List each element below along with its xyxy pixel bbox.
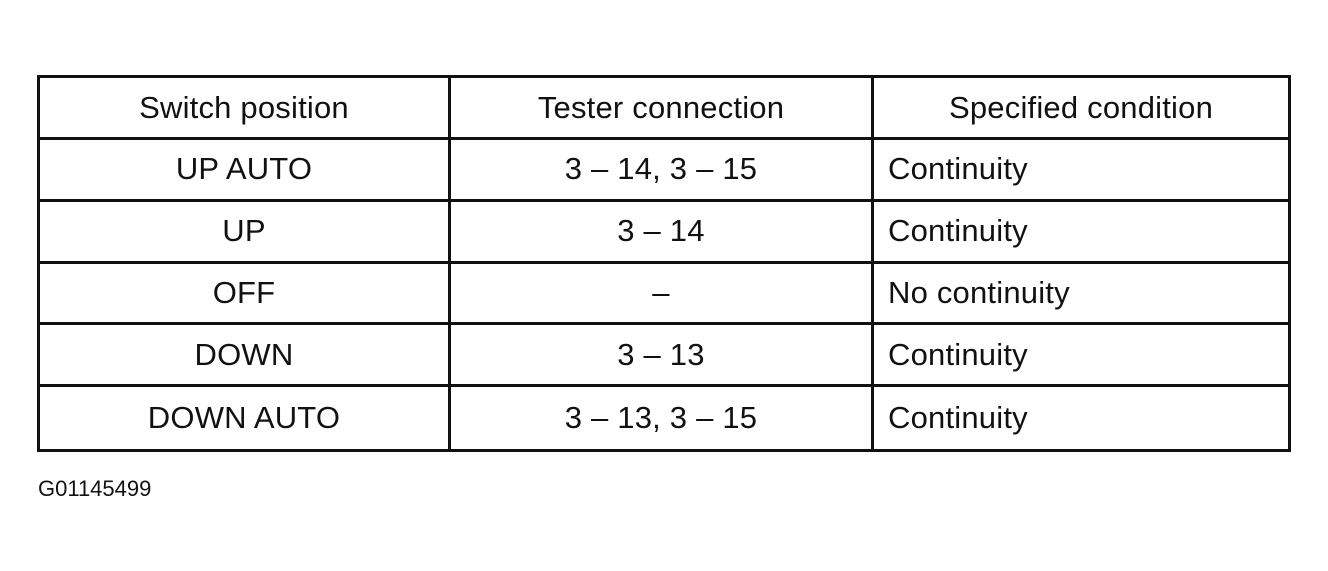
cell-tester-connection: 3 – 13 bbox=[451, 325, 874, 388]
cell-specified-condition: Continuity bbox=[888, 400, 1028, 436]
cell-tester-connection: 3 – 14, 3 – 15 bbox=[451, 140, 874, 202]
cell-specified-condition: Continuity bbox=[874, 140, 1288, 202]
cell-tester-connection: 3 – 13, 3 – 15 bbox=[451, 387, 874, 449]
header-switch-position: Switch position bbox=[40, 78, 451, 140]
header-tester-connection: Tester connection bbox=[451, 78, 874, 140]
cell-switch-position: UP AUTO bbox=[40, 140, 451, 202]
cell-specified-condition: Continuity bbox=[874, 202, 1288, 264]
cell-tester-connection: – bbox=[451, 263, 874, 326]
cell-switch-position: OFF bbox=[40, 263, 451, 326]
cell-specified-condition: Continuity bbox=[874, 325, 1288, 388]
cell-switch-position: DOWN AUTO bbox=[40, 387, 451, 449]
cell-specified-condition: No continuity bbox=[874, 264, 1288, 326]
figure-id: G01145499 bbox=[38, 476, 152, 501]
header-specified-condition: Specified condition bbox=[874, 78, 1288, 140]
cell-switch-position: DOWN bbox=[40, 325, 451, 388]
switch-continuity-table: Switch position Tester connection Specif… bbox=[37, 75, 1291, 452]
cell-switch-position: UP bbox=[40, 201, 451, 264]
cell-tester-connection: 3 – 14 bbox=[451, 201, 874, 264]
